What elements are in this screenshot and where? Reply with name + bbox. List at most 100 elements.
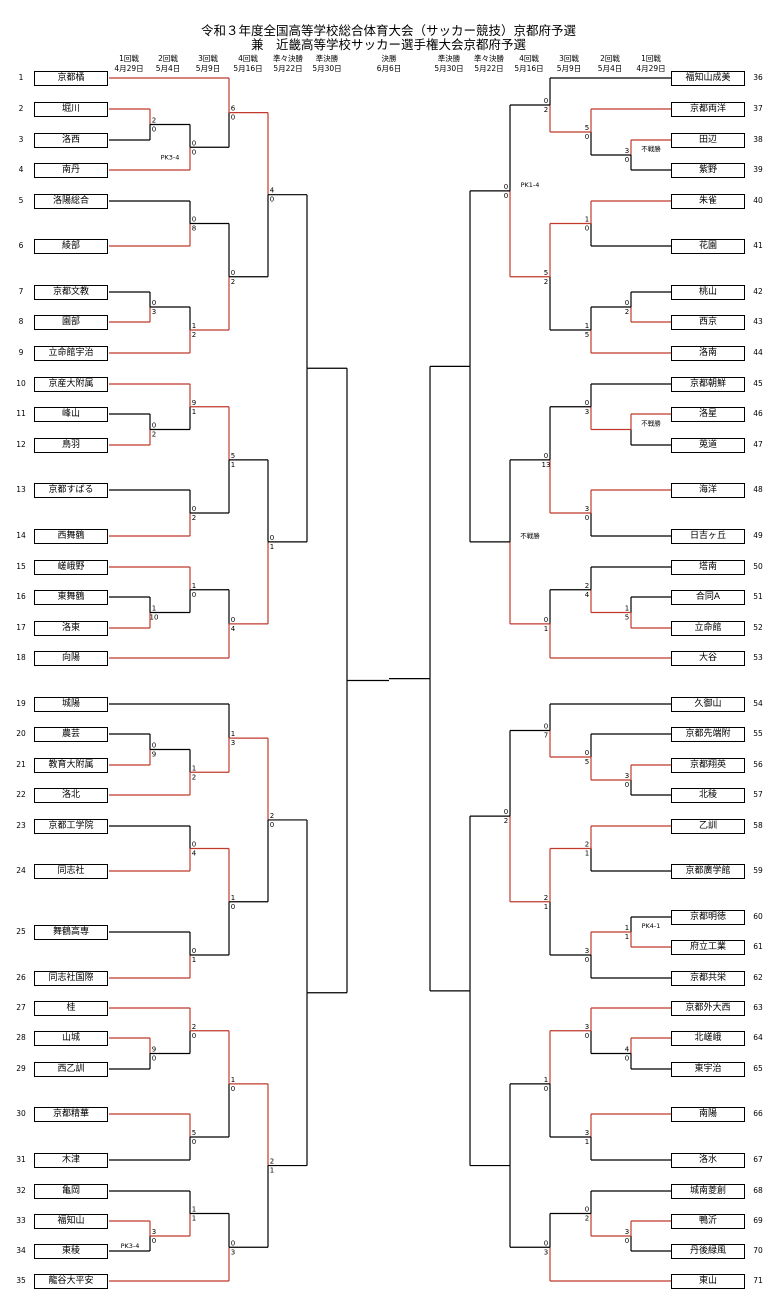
team-number: 5	[18, 196, 24, 205]
score-bottom: 1	[270, 1167, 274, 1175]
score-bottom: 1	[231, 461, 235, 469]
score-bottom: 0	[192, 148, 196, 156]
score-top: 0	[152, 422, 156, 430]
team-number: 49	[753, 531, 763, 540]
score-top: 1	[192, 582, 196, 590]
team-number: 34	[16, 1246, 26, 1255]
team-box: 山城	[34, 1031, 108, 1046]
team-number: 17	[16, 623, 26, 632]
score-top: 2	[270, 812, 274, 820]
team-box: 京都精華	[34, 1107, 108, 1122]
team-box: 京都先端附	[671, 727, 745, 742]
score-top: 0	[192, 216, 196, 224]
score-top: 3	[585, 505, 589, 513]
score-bottom: 2	[192, 331, 196, 339]
team-number: 61	[753, 942, 763, 951]
score-top: 0	[152, 299, 156, 307]
team-number: 21	[16, 760, 26, 769]
score-top: 0	[192, 505, 196, 513]
score-bottom: 2	[625, 308, 629, 316]
round-header-left: 3回戦 5月9日	[195, 54, 221, 73]
score-top: 0	[585, 749, 589, 757]
team-number: 10	[16, 379, 26, 388]
team-box: 西乙訓	[34, 1062, 108, 1077]
score-top: 0	[231, 616, 235, 624]
team-box: 向陽	[34, 651, 108, 666]
score-top: 5	[192, 1129, 196, 1137]
team-number: 48	[753, 485, 763, 494]
score-top: 1	[585, 216, 589, 224]
score-top: 0	[625, 299, 629, 307]
team-box: 園部	[34, 315, 108, 330]
score-bottom: 0	[625, 1055, 629, 1063]
score-bottom: 2	[544, 106, 548, 114]
team-box: 桂	[34, 1001, 108, 1016]
team-number: 18	[16, 653, 26, 662]
team-box: 北嵯峨	[671, 1031, 745, 1046]
score-bottom: 0	[544, 1085, 548, 1093]
score-top: 1	[192, 1206, 196, 1214]
score-top: 1	[231, 730, 235, 738]
team-number: 6	[18, 241, 24, 250]
team-box: 京都工学院	[34, 819, 108, 834]
team-number: 52	[753, 623, 763, 632]
team-number: 45	[753, 379, 763, 388]
score-bottom: 0	[192, 1032, 196, 1040]
score-bottom: 0	[625, 1237, 629, 1245]
team-number: 43	[753, 317, 763, 326]
round-header-left: 4回戦 5月16日	[233, 54, 263, 73]
round-header-right: 1回戦 4月29日	[636, 54, 666, 73]
score-bottom: 9	[152, 751, 156, 759]
score-top: 1	[544, 1076, 548, 1084]
score-top: 3	[625, 147, 629, 155]
team-number: 15	[16, 562, 26, 571]
team-number: 7	[18, 287, 24, 296]
team-number: 71	[753, 1276, 763, 1285]
team-number: 39	[753, 165, 763, 174]
score-bottom: 0	[192, 591, 196, 599]
team-number: 11	[16, 409, 26, 418]
score-bottom: 5	[585, 758, 589, 766]
score-top: 1	[625, 924, 629, 932]
score-bottom: 4	[585, 591, 590, 599]
score-bottom: 10	[150, 614, 159, 622]
score-bottom: 0	[270, 821, 274, 829]
score-bottom: 1	[192, 408, 196, 416]
score-top: 0	[192, 139, 196, 147]
team-box: 舞鶴高専	[34, 925, 108, 940]
team-box: 立命館	[671, 621, 745, 636]
score-top: 3	[625, 1228, 629, 1236]
score-bottom: 2	[585, 1215, 589, 1223]
team-box: 福知山	[34, 1214, 108, 1229]
score-bottom: 0	[585, 1032, 589, 1040]
match-note: PK3-4	[121, 1242, 140, 1250]
team-box: 洛西	[34, 133, 108, 148]
team-number: 8	[18, 317, 24, 326]
score-bottom: 0	[585, 514, 589, 522]
score-bottom: 4	[231, 625, 236, 633]
team-box: 日吉ヶ丘	[671, 529, 745, 544]
score-bottom: 3	[231, 1248, 235, 1256]
team-number: 62	[753, 973, 763, 982]
team-number: 47	[753, 440, 763, 449]
team-number: 33	[16, 1216, 26, 1225]
score-top: 6	[231, 105, 236, 113]
team-number: 32	[16, 1186, 26, 1195]
team-box: 京都朝鮮	[671, 377, 745, 392]
score-top: 1	[585, 322, 589, 330]
score-bottom: 1	[192, 956, 196, 964]
score-top: 2	[544, 894, 548, 902]
score-top: 9	[192, 399, 196, 407]
team-number: 46	[753, 409, 763, 418]
team-box: 京都廣学館	[671, 864, 745, 879]
team-box: 莵道	[671, 438, 745, 453]
round-header-right: 2回戦 5月4日	[597, 54, 623, 73]
round-header-final: 決勝 6月6日	[376, 54, 402, 73]
team-number: 36	[753, 73, 763, 82]
team-box: 東山	[671, 1274, 745, 1289]
team-number: 65	[753, 1064, 763, 1073]
team-box: 龍谷大平安	[34, 1274, 108, 1289]
team-box: 堀川	[34, 102, 108, 117]
score-top: 1	[152, 605, 156, 613]
team-number: 54	[753, 699, 763, 708]
